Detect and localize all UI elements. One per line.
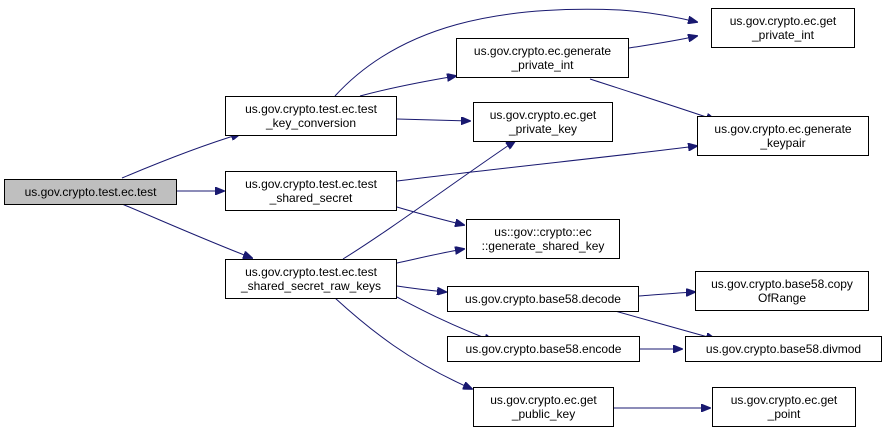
node-generate-private-int-line-2: _private_int [511,58,574,72]
node-copy-of-range[interactable]: us.gov.crypto.base58.copy OfRange [695,271,869,311]
node-encode-line-1: us.gov.crypto.base58.encode [465,342,622,356]
node-shared-secret-line-1: us.gov.crypto.test.ec.test [245,177,377,191]
edge-key-conversion-to-generate-private-int [359,76,456,97]
node-test: us.gov.crypto.test.ec.test [4,179,177,205]
node-generate-keypair-line-1: us.gov.crypto.ec.generate [714,122,852,136]
node-encode[interactable]: us.gov.crypto.base58.encode [447,336,640,362]
node-decode-line-1: us.gov.crypto.base58.decode [465,292,621,306]
node-copy-of-range-line-1: us.gov.crypto.base58.copy [711,277,853,291]
node-generate-shared-key-line-2: ::generate_shared_key [481,239,605,253]
node-generate-shared-key[interactable]: us::gov::crypto::ec ::generate_shared_ke… [466,219,620,259]
edge-key-conversion-to-get-private-int [334,8,697,97]
node-generate-keypair-line-2: _keypair [760,136,806,150]
node-shared-secret-raw-keys[interactable]: us.gov.crypto.test.ec.test _shared_secre… [225,259,397,299]
edge-raw-keys-to-get-private-key [342,141,515,260]
node-get-private-key-line-2: _private_key [508,122,578,136]
edge-shared-secret-to-generate-shared-key [396,206,464,225]
node-decode[interactable]: us.gov.crypto.base58.decode [447,286,639,312]
node-divmod[interactable]: us.gov.crypto.base58.divmod [685,336,882,362]
node-shared-secret-line-2: _shared_secret [269,191,353,205]
edge-raw-keys-to-decode [396,285,446,292]
node-get-private-int-line-2: _private_int [751,28,815,42]
node-key-conversion[interactable]: us.gov.crypto.test.ec.test _key_conversi… [225,96,397,136]
edge-raw-keys-to-generate-shared-key [396,249,464,264]
node-get-point-line-1: us.gov.crypto.ec.get [730,393,838,407]
node-shared-secret[interactable]: us.gov.crypto.test.ec.test _shared_secre… [225,171,397,211]
node-shared-secret-raw-keys-line-2: _shared_secret_raw_keys [240,279,382,293]
node-test-line-1: us.gov.crypto.test.ec.test [24,185,157,199]
node-divmod-line-1: us.gov.crypto.base58.divmod [705,342,862,356]
node-generate-private-int[interactable]: us.gov.crypto.ec.generate _private_int [456,38,629,78]
node-get-private-key[interactable]: us.gov.crypto.ec.get _private_key [473,102,613,142]
edge-shared-secret-to-generate-keypair [396,146,697,182]
node-generate-shared-key-line-1: us::gov::crypto::ec [494,225,592,239]
edge-test-to-shared-secret-raw-keys [121,203,252,258]
node-get-private-key-line-1: us.gov.crypto.ec.get [489,108,597,122]
node-generate-private-int-line-1: us.gov.crypto.ec.generate [473,44,612,58]
node-get-private-int[interactable]: us.gov.crypto.ec.get _private_int [711,8,855,48]
node-get-public-key-line-2: _public_key [511,407,576,421]
edge-generate-private-int-to-generate-keypair [589,78,715,120]
edge-decode-to-copy-of-range [638,292,695,297]
edge-key-conversion-to-get-private-key [396,119,470,121]
edge-raw-keys-to-get-public-key [334,297,472,389]
node-key-conversion-line-2: _key_conversion [265,116,357,130]
node-get-private-int-line-1: us.gov.crypto.ec.get [729,14,837,28]
node-get-point[interactable]: us.gov.crypto.ec.get _point [712,387,856,427]
edge-generate-private-int-to-get-private-int [628,36,697,49]
node-shared-secret-raw-keys-line-1: us.gov.crypto.test.ec.test [245,265,377,279]
edge-test-to-key-conversion [121,134,240,179]
node-get-public-key-line-1: us.gov.crypto.ec.get [490,393,597,407]
node-get-point-line-2: _point [767,407,801,421]
node-generate-keypair[interactable]: us.gov.crypto.ec.generate _keypair [697,116,869,156]
node-key-conversion-line-1: us.gov.crypto.test.ec.test [245,102,377,116]
node-copy-of-range-line-2: OfRange [757,291,807,305]
edge-raw-keys-to-encode [396,296,493,341]
node-get-public-key[interactable]: us.gov.crypto.ec.get _public_key [473,387,614,427]
